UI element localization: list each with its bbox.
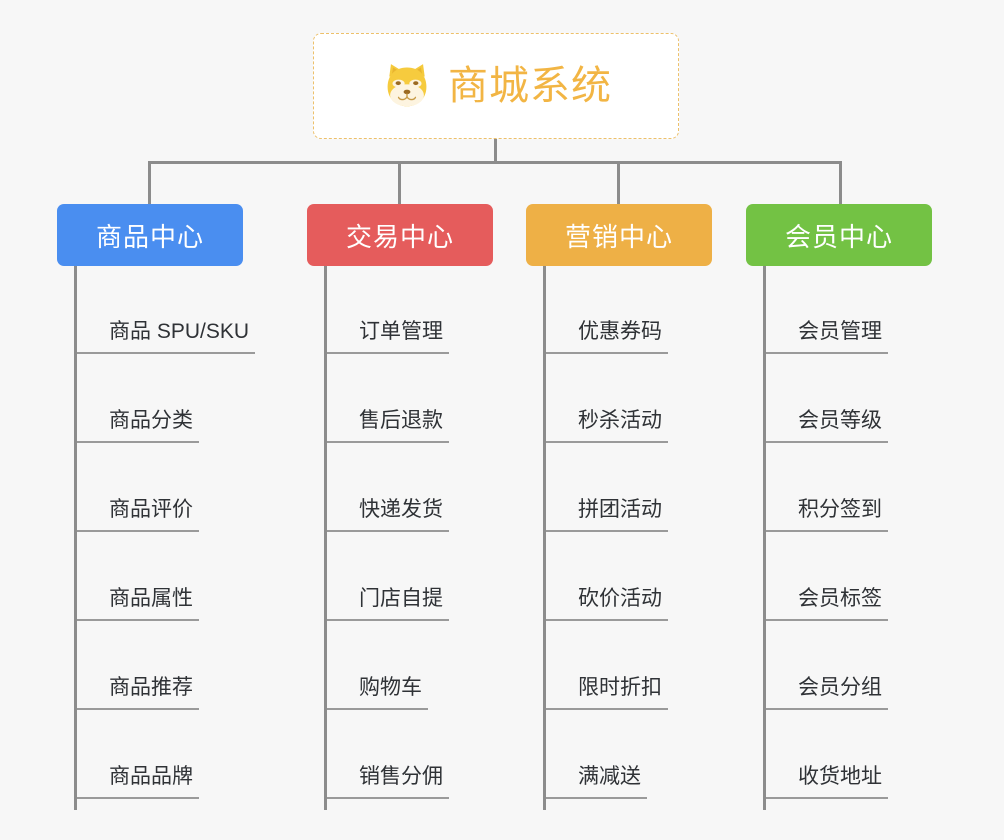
leaf-label: 商品推荐 — [77, 673, 199, 710]
leaf-label: 订单管理 — [327, 317, 449, 354]
branch-column-3: 营销中心 优惠券码 秒杀活动 拼团活动 砍价活动 限时折扣 满减送 — [526, 204, 712, 810]
leaf-label: 快递发货 — [327, 495, 449, 532]
category-title-4: 会员中心 — [784, 221, 893, 252]
leaf-item[interactable]: 会员等级 — [766, 355, 888, 443]
leaf-label: 售后退款 — [327, 406, 449, 443]
leaf-item[interactable]: 商品 SPU/SKU — [77, 266, 256, 354]
leaf-label: 会员管理 — [766, 317, 888, 354]
leaf-list-4: 会员管理 会员等级 积分签到 会员标签 会员分组 收货地址 — [763, 266, 932, 810]
category-box-4[interactable]: 会员中心 — [746, 204, 932, 266]
leaf-item[interactable]: 拼团活动 — [546, 444, 668, 532]
category-title-1: 商品中心 — [95, 221, 204, 252]
leaf-item[interactable]: 积分签到 — [766, 444, 888, 532]
leaf-item[interactable]: 商品品牌 — [77, 711, 199, 799]
leaf-item[interactable]: 商品评价 — [77, 444, 199, 532]
leaf-item[interactable]: 商品属性 — [77, 533, 199, 621]
leaf-label: 商品 SPU/SKU — [77, 317, 256, 354]
connector-drop-col-2 — [398, 161, 401, 204]
root-title: 商城系统 — [448, 64, 612, 108]
category-box-3[interactable]: 营销中心 — [526, 204, 712, 266]
leaf-label: 销售分佣 — [327, 762, 449, 799]
branch-column-1: 商品中心 商品 SPU/SKU 商品分类 商品评价 商品属性 商品推荐 商品品牌 — [57, 204, 256, 810]
leaf-label: 会员分组 — [766, 673, 888, 710]
leaf-item[interactable]: 商品分类 — [77, 355, 199, 443]
connector-root-stem — [494, 139, 497, 163]
leaf-item[interactable]: 门店自提 — [327, 533, 449, 621]
leaf-item[interactable]: 砍价活动 — [546, 533, 668, 621]
root-node-shop-system[interactable]: 商城系统 — [313, 33, 679, 139]
leaf-item[interactable]: 满减送 — [546, 711, 647, 799]
leaf-item[interactable]: 购物车 — [327, 622, 428, 710]
leaf-item[interactable]: 优惠券码 — [546, 266, 668, 354]
connector-horizontal-bus — [148, 161, 842, 164]
leaf-label: 拼团活动 — [546, 495, 668, 532]
leaf-item[interactable]: 快递发货 — [327, 444, 449, 532]
leaf-label: 收货地址 — [766, 762, 888, 799]
connector-drop-col-4 — [839, 161, 842, 204]
leaf-item[interactable]: 收货地址 — [766, 711, 888, 799]
leaf-list-1: 商品 SPU/SKU 商品分类 商品评价 商品属性 商品推荐 商品品牌 — [74, 266, 256, 810]
category-box-2[interactable]: 交易中心 — [307, 204, 493, 266]
leaf-label: 满减送 — [546, 762, 647, 799]
leaf-item[interactable]: 会员分组 — [766, 622, 888, 710]
leaf-label: 限时折扣 — [546, 673, 668, 710]
leaf-label: 砍价活动 — [546, 584, 668, 621]
leaf-label: 商品品牌 — [77, 762, 199, 799]
leaf-list-3: 优惠券码 秒杀活动 拼团活动 砍价活动 限时折扣 满减送 — [543, 266, 712, 810]
leaf-item[interactable]: 订单管理 — [327, 266, 449, 354]
leaf-list-2: 订单管理 售后退款 快递发货 门店自提 购物车 销售分佣 — [324, 266, 493, 810]
leaf-label: 会员标签 — [766, 584, 888, 621]
leaf-label: 积分签到 — [766, 495, 888, 532]
leaf-label: 会员等级 — [766, 406, 888, 443]
leaf-label: 商品分类 — [77, 406, 199, 443]
connector-drop-col-3 — [617, 161, 620, 204]
leaf-item[interactable]: 售后退款 — [327, 355, 449, 443]
branch-column-2: 交易中心 订单管理 售后退款 快递发货 门店自提 购物车 销售分佣 — [307, 204, 493, 810]
leaf-item[interactable]: 销售分佣 — [327, 711, 449, 799]
leaf-label: 秒杀活动 — [546, 406, 668, 443]
leaf-item[interactable]: 会员管理 — [766, 266, 888, 354]
leaf-item[interactable]: 限时折扣 — [546, 622, 668, 710]
leaf-label: 门店自提 — [327, 584, 449, 621]
leaf-label: 商品评价 — [77, 495, 199, 532]
shiba-dog-icon — [380, 59, 434, 113]
connector-drop-col-1 — [148, 161, 151, 204]
leaf-label: 商品属性 — [77, 584, 199, 621]
leaf-item[interactable]: 会员标签 — [766, 533, 888, 621]
branch-column-4: 会员中心 会员管理 会员等级 积分签到 会员标签 会员分组 收货地址 — [746, 204, 932, 810]
category-box-1[interactable]: 商品中心 — [57, 204, 243, 266]
leaf-label: 购物车 — [327, 673, 428, 710]
category-title-3: 营销中心 — [564, 221, 673, 252]
leaf-label: 优惠券码 — [546, 317, 668, 354]
leaf-item[interactable]: 秒杀活动 — [546, 355, 668, 443]
leaf-item[interactable]: 商品推荐 — [77, 622, 199, 710]
category-title-2: 交易中心 — [345, 221, 454, 252]
